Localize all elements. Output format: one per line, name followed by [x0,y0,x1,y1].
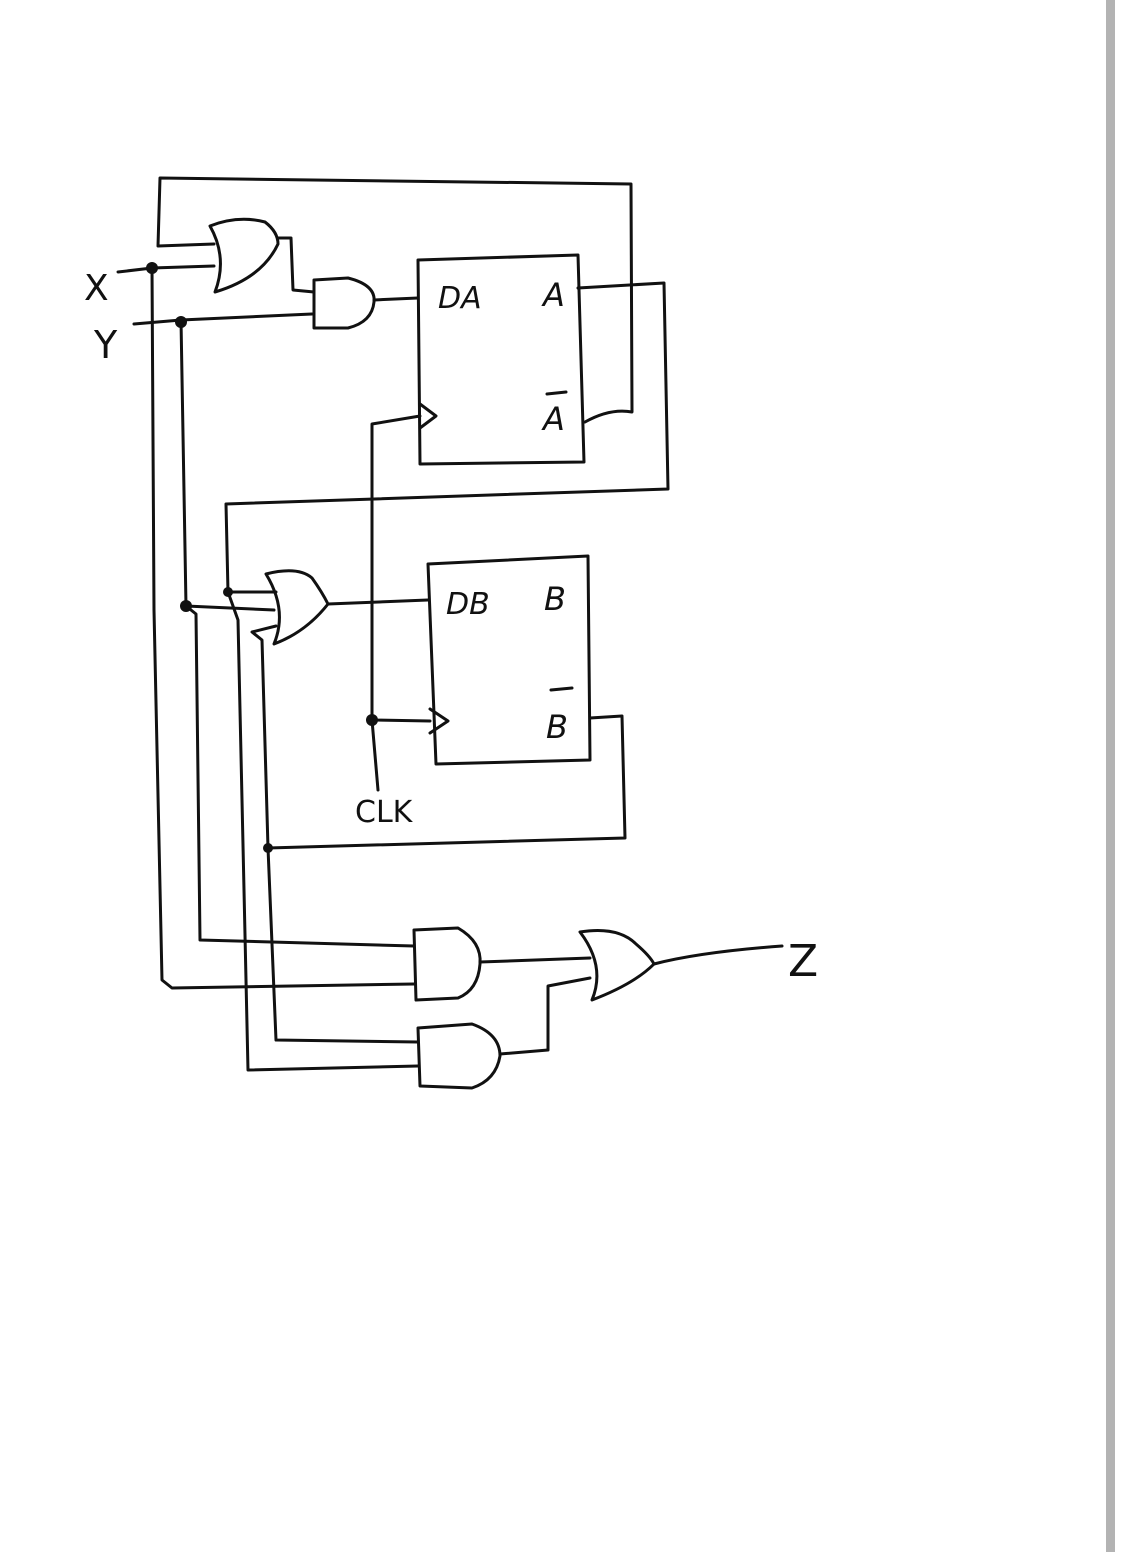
ff-b-qbar-label: B [546,708,568,746]
ff-a-qbar-overline [545,390,568,396]
ff-a-q-label: A [541,276,565,314]
ff-b-q-label: B [544,580,566,618]
clock-label: CLK [355,795,414,830]
ff-a-d-label: DA [438,281,482,316]
input-y-label: Y [93,323,118,367]
wires [116,176,784,1072]
and-gate-lower-1 [412,926,482,1002]
or-gate-top [208,217,280,294]
ff-b-d-label: DB [446,587,490,622]
and-gate-lower-2 [416,1022,502,1090]
ff-a-qbar-label: A [541,400,565,438]
or-gate-output [578,929,656,1002]
input-x-label: X [84,268,109,309]
flip-flop-a [416,253,586,466]
flip-flop-b [426,554,592,766]
and-gate-top [312,276,376,330]
or-gate-middle [264,569,330,646]
scrollbar[interactable] [1106,0,1115,1552]
junction-dots [146,262,378,853]
ff-b-qbar-overline [549,686,574,692]
output-z-label: Z [788,936,818,987]
